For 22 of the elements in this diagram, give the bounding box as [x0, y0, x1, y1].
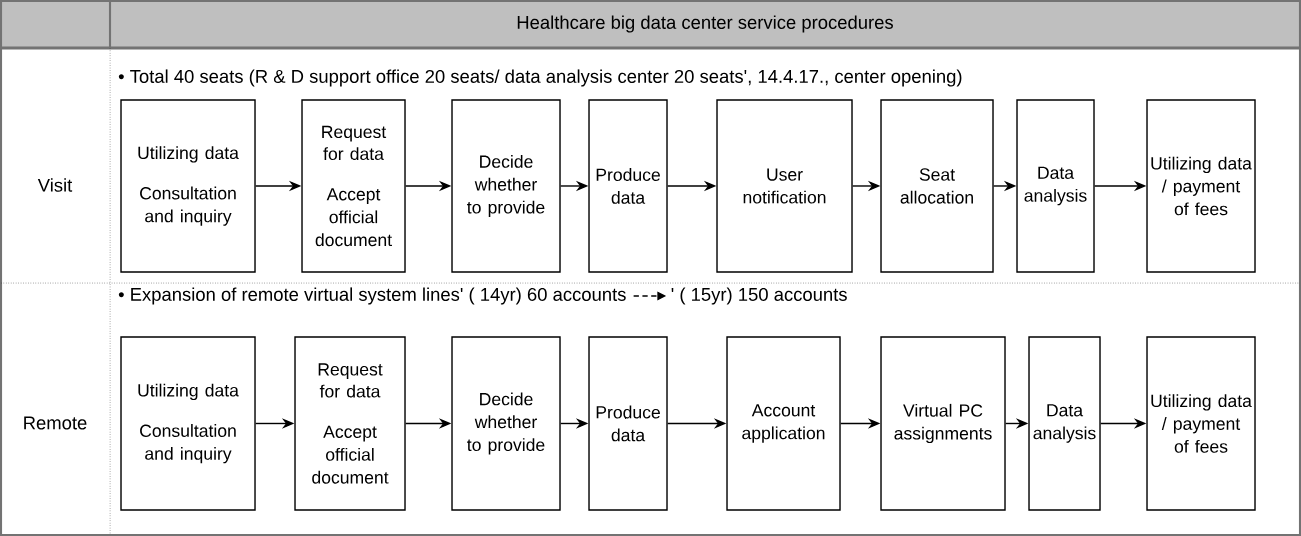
process-box: Virtual PC assignments: [880, 336, 1006, 511]
process-box: Decide whether to provide: [451, 336, 561, 511]
note-text: • Total 40 seats (R & D support office 20 seats/ data analysis center 20 seats', 14.4.17., center opening): [118, 69, 962, 87]
process-box: Produce data: [588, 99, 668, 273]
process-box: Seat allocation: [880, 99, 994, 273]
process-box: Utilizing data / payment of fees: [1146, 99, 1256, 273]
process-box: Utilizing data Consultation and inquiry: [120, 99, 256, 273]
process-box: User notification: [716, 99, 853, 273]
process-box: Utilizing data / payment of fees: [1146, 336, 1256, 511]
note-text: ' ( 15yr) 150 accounts: [671, 287, 847, 305]
row-label: Remote: [24, 416, 87, 430]
note-text: • Expansion of remote virtual system lines' ( 14yr) 60 accounts: [118, 287, 626, 305]
process-box: Account application: [726, 336, 841, 511]
process-box: Utilizing data Consultation and inquiry: [120, 336, 256, 511]
process-box: Produce data: [588, 336, 668, 511]
process-box: Data analysis: [1028, 336, 1101, 511]
process-box: Request for data Accept official document: [294, 336, 406, 511]
process-box: Data analysis: [1016, 99, 1095, 273]
process-box: Decide whether to provide: [451, 99, 561, 273]
process-box: Request for data Accept official document: [301, 99, 406, 273]
row-label: Visit: [37, 178, 73, 192]
table-heading: Healthcare big data center service procedures: [517, 15, 893, 33]
